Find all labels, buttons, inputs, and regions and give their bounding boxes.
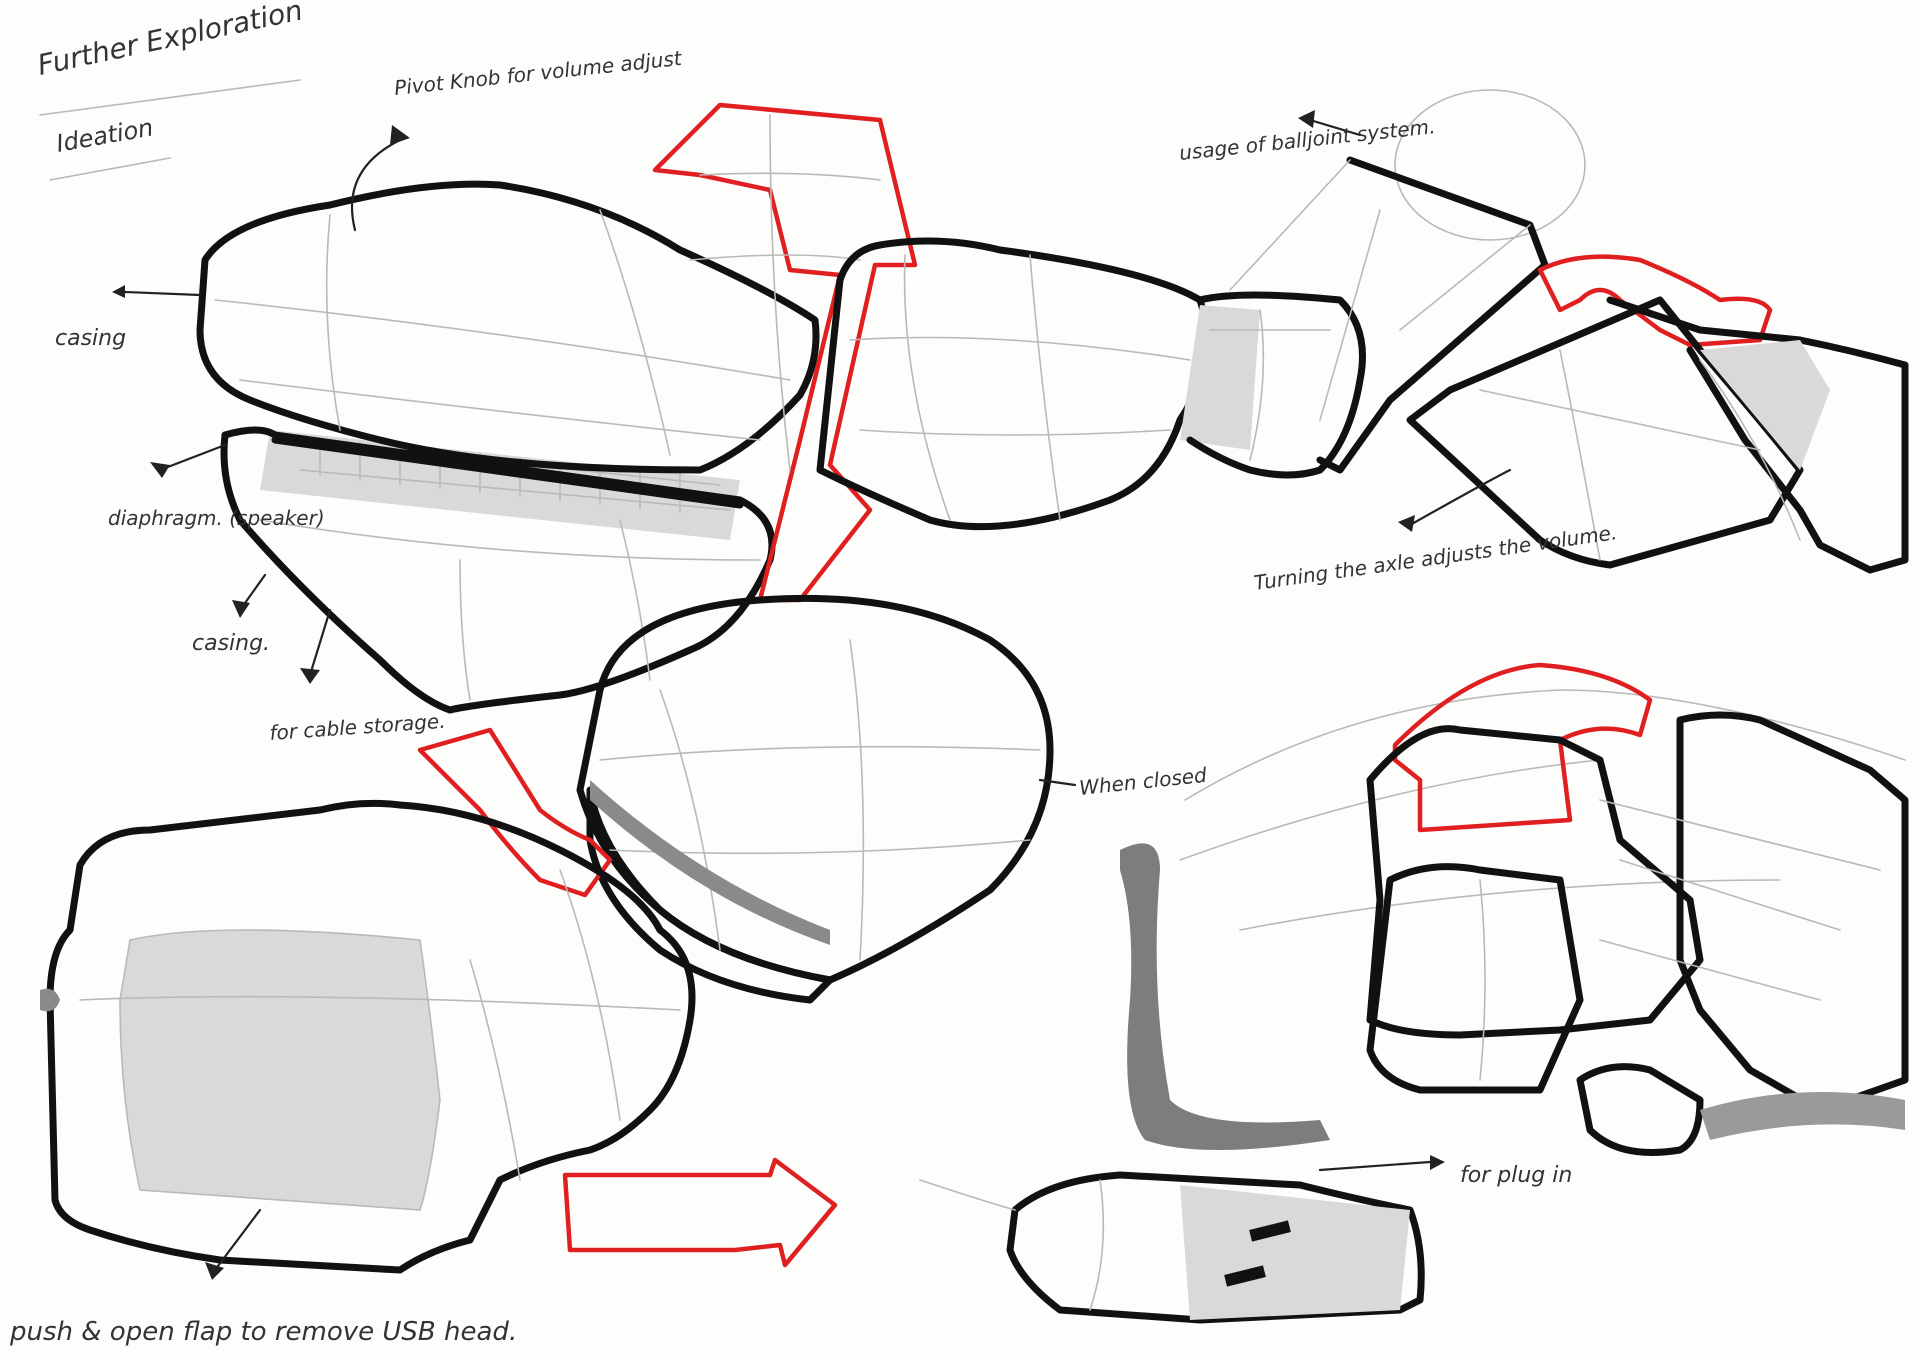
flap-module [40,799,696,1274]
slide-arrow [562,1157,838,1268]
perspective-sketch [1179,662,1909,1156]
knob-outline [1576,1063,1704,1156]
brush-stroke [1120,843,1330,1150]
annotation-when-closed: When closed [1078,763,1208,800]
arm-upper-outline [1316,156,1549,474]
top-casing-outline [196,180,820,474]
annotation-plug-in: for plug in [1460,1163,1572,1188]
annotation-flap: push & open flap to remove USB head. [9,1317,517,1347]
connector-outline [1186,291,1366,479]
ball-sphere [1394,89,1586,241]
arm-right-outline [1606,296,1909,574]
closed-speaker-base [586,786,834,1004]
subtitle-underline [49,157,171,181]
connector-ring [1180,305,1260,450]
usb-connector [1180,1185,1410,1320]
balljoint-assembly [1229,89,1909,574]
annotation-pivot-knob: Pivot Knob for volume adjust [393,46,684,100]
rounded-body-outline [816,237,1211,531]
usb-plug [919,1171,1425,1324]
balljoint-red-accent [1537,254,1773,348]
front-face-outline [1366,863,1584,1094]
right-block-outline [1676,711,1909,1114]
leader-lines [112,110,1512,1280]
heading-title: Further Exploration [35,0,306,82]
annotation-turning-axle: Turning the axle adjusts the volume. [1252,520,1618,595]
annotation-diaphragm: diaphragm. (speaker) [108,506,325,530]
closed-speaker-top [576,594,1054,984]
usb-flap-panel [120,930,440,1210]
flap-body-outline [46,799,696,1274]
usb-contact-upper [1249,1220,1291,1242]
annotation-casing-bottom: casing. [192,631,270,656]
axle-red-accent [1392,662,1653,833]
heading-subtitle: Ideation [54,113,155,158]
cable-storage-bracket [417,727,613,898]
bottom-casing-outline [220,426,776,714]
annotation-casing-top: casing [55,326,126,351]
block-outline [1366,725,1704,1039]
central-body [816,237,1366,531]
closed-speaker [576,594,1054,1004]
annotation-cable-storage: for cable storage. [269,709,447,745]
heading-underline [39,79,301,116]
speaker-module [196,180,820,714]
usb-contact-lower [1224,1265,1266,1287]
